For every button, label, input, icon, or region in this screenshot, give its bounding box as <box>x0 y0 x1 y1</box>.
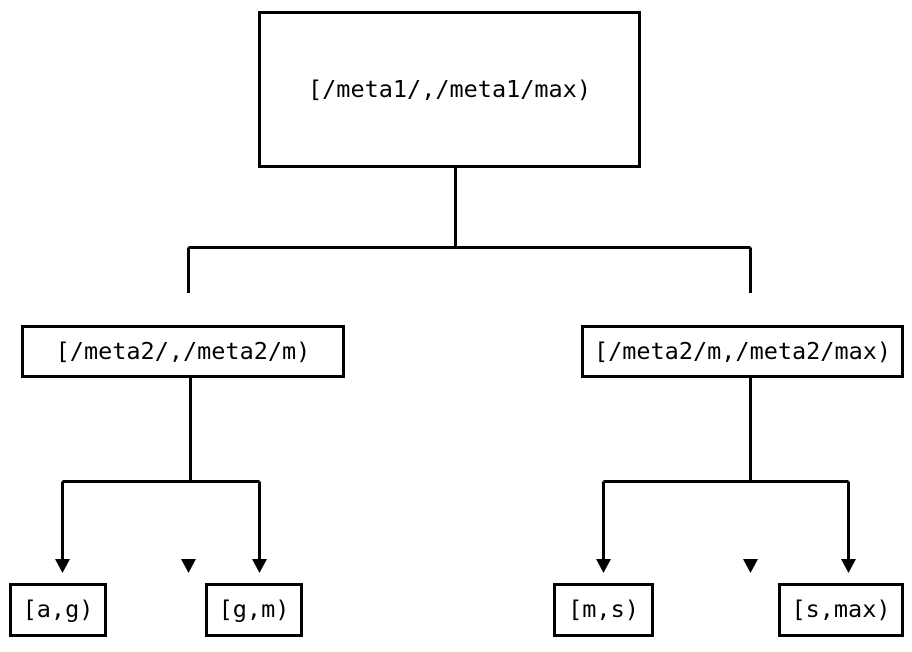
tree-node-mid-right[interactable]: [/meta2/m,/meta2/max) <box>581 325 904 378</box>
tree-node-leaf-ms[interactable]: [m,s) <box>553 583 654 637</box>
arrowhead-icon <box>743 559 758 573</box>
tree-node-root[interactable]: [/meta1/,/meta1/max) <box>258 11 641 168</box>
arrowhead-icon <box>841 559 856 573</box>
arrowhead-icon <box>181 559 196 573</box>
tree-node-root-label: [/meta1/,/meta1/max) <box>308 74 591 103</box>
tree-node-leaf-gm-label: [g,m) <box>218 595 290 624</box>
tree-node-mid-left-label: [/meta2/,/meta2/m) <box>55 336 311 365</box>
tree-node-mid-right-label: [/meta2/m,/meta2/max) <box>593 336 892 365</box>
tree-node-leaf-gm[interactable]: [g,m) <box>205 583 303 637</box>
arrowhead-icon <box>596 559 611 573</box>
tree-node-leaf-smax-label: [s,max) <box>791 595 891 624</box>
tree-node-leaf-smax[interactable]: [s,max) <box>778 583 904 637</box>
tree-node-leaf-ag-label: [a,g) <box>22 595 94 624</box>
tree-node-leaf-ms-label: [m,s) <box>568 595 639 624</box>
arrowhead-icon <box>55 559 70 573</box>
arrowhead-icon <box>252 559 267 573</box>
tree-node-mid-left[interactable]: [/meta2/,/meta2/m) <box>21 325 345 378</box>
tree-node-leaf-ag[interactable]: [a,g) <box>9 583 107 637</box>
